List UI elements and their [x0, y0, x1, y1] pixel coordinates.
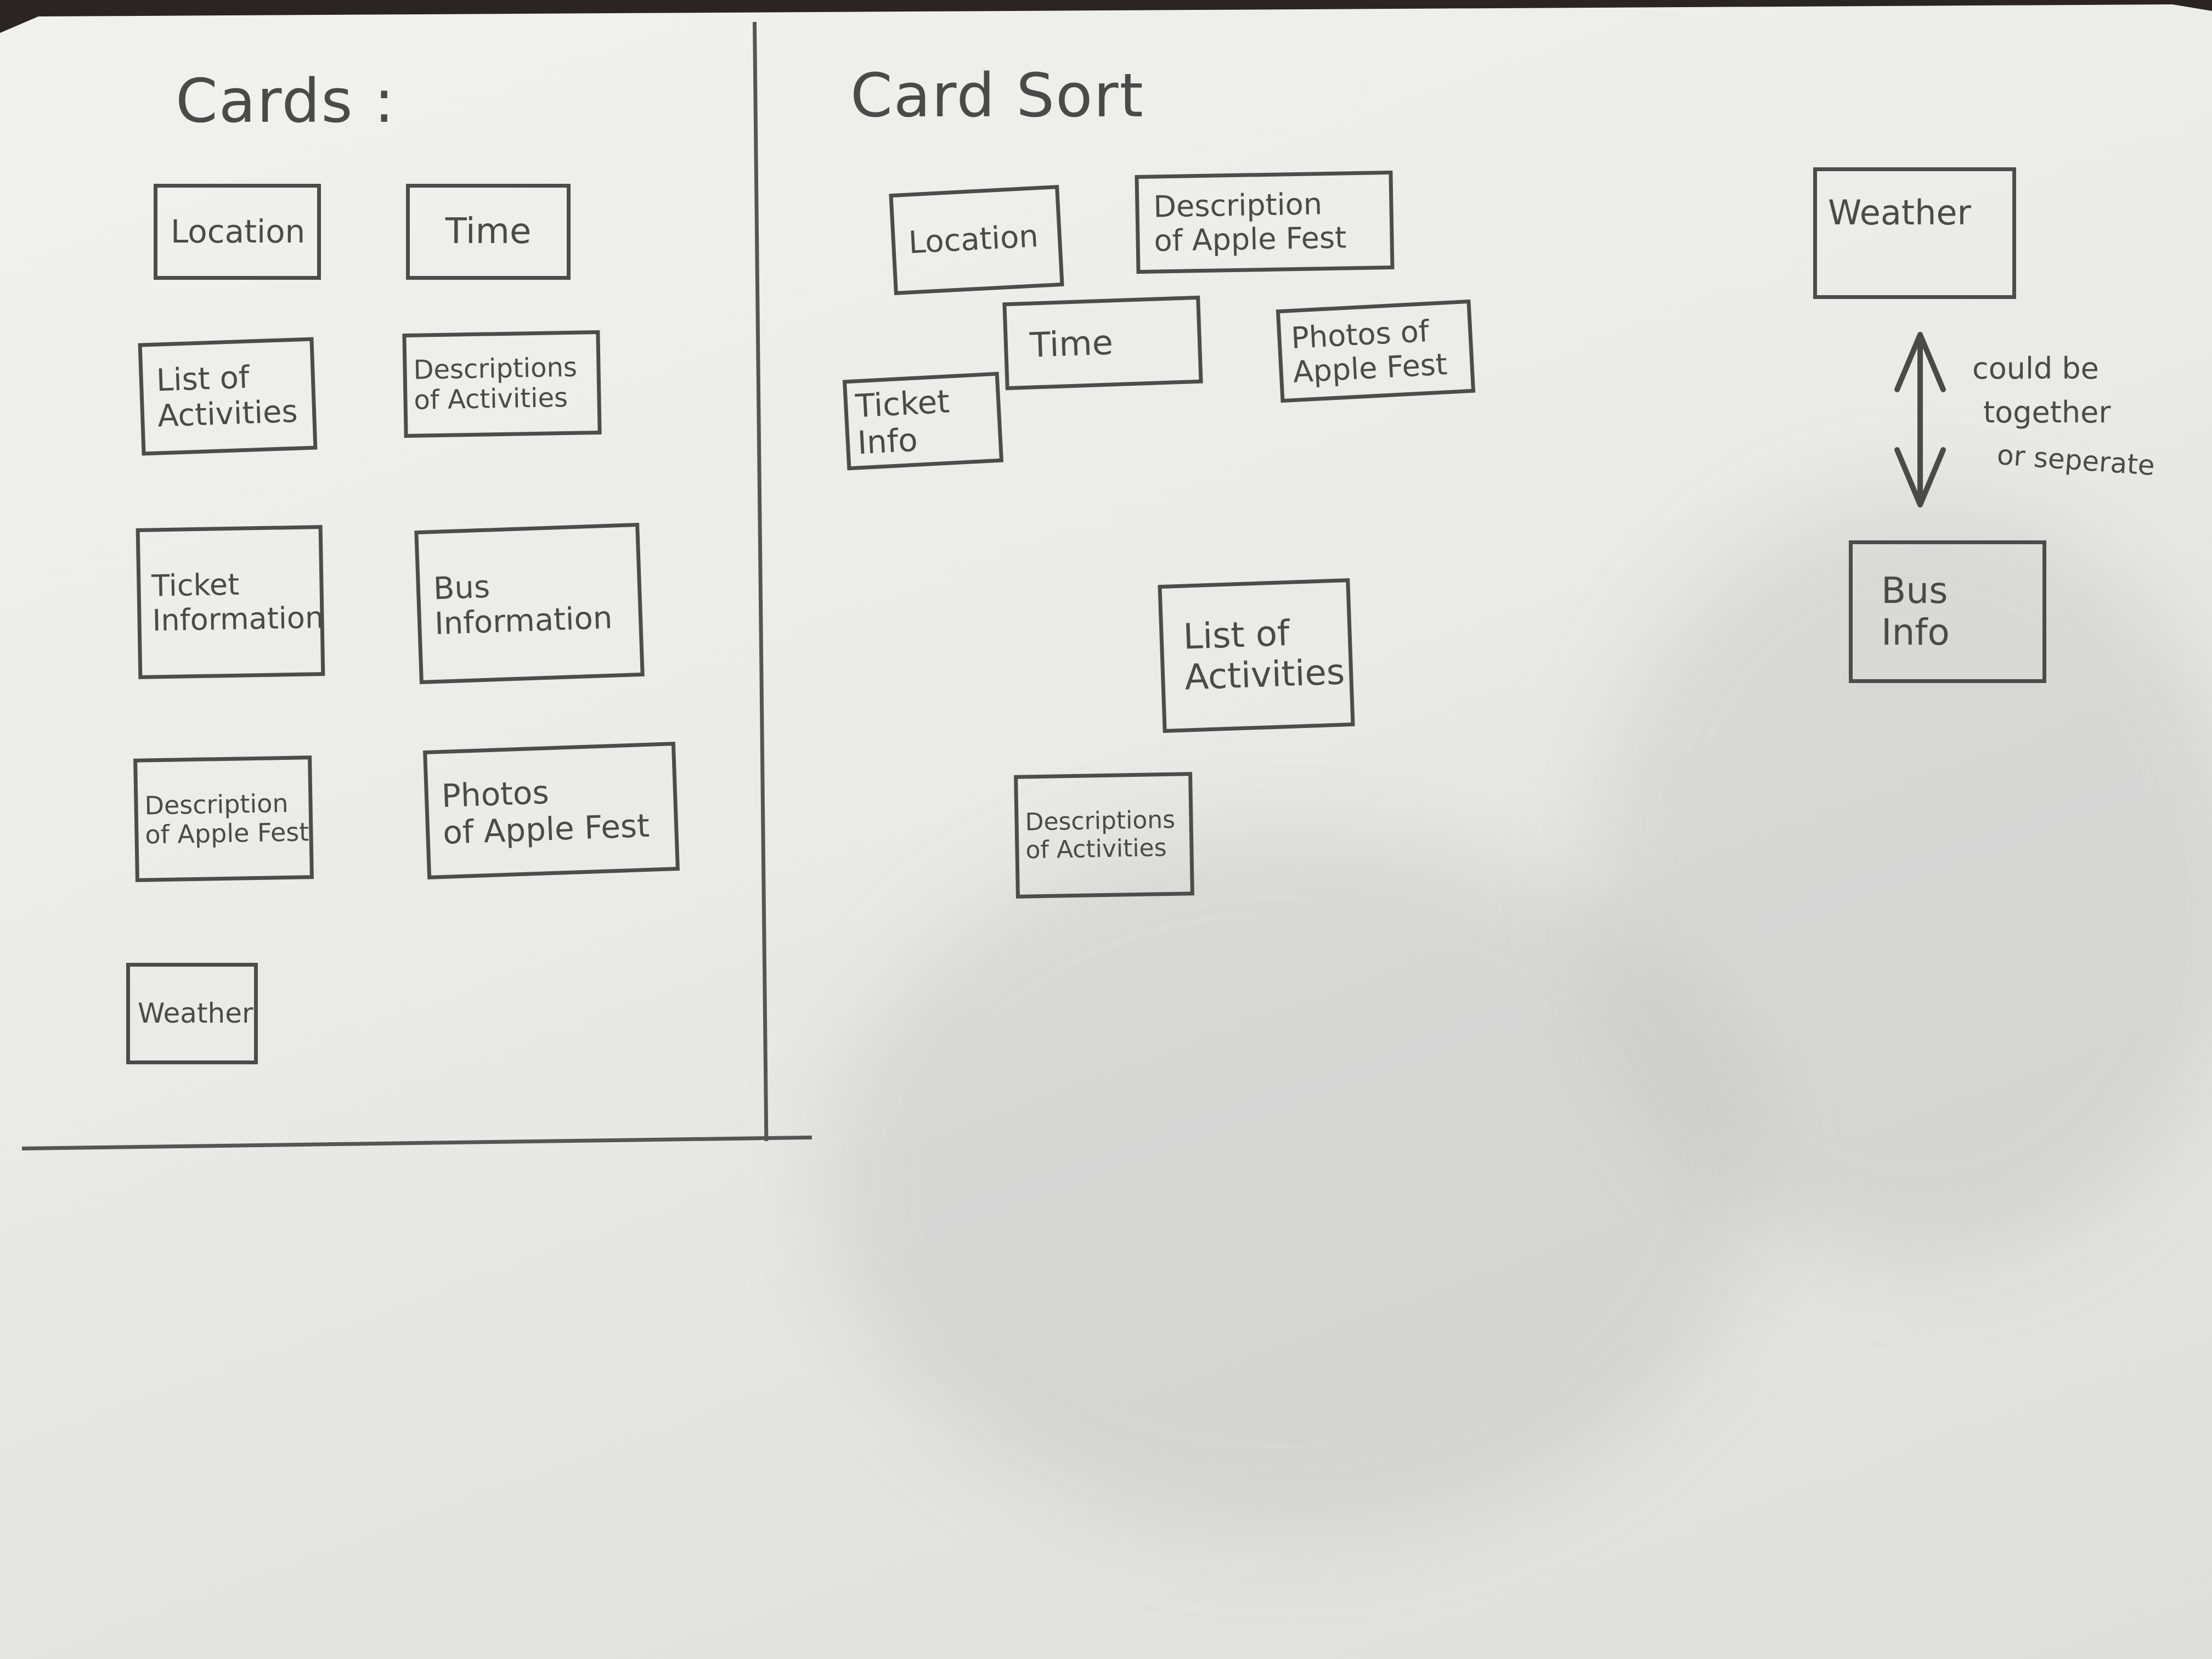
sorted-card-description-of-apple-fest[interactable]: Description of Apple Fest — [1135, 170, 1395, 274]
left-panel-title: Cards : — [176, 66, 396, 136]
sorted-card-list-of-activities[interactable]: List of Activities — [1158, 578, 1355, 733]
sorted-card-location[interactable]: Location — [889, 185, 1064, 295]
note-line-2: together — [1983, 395, 2111, 430]
card-label-line: Info — [856, 421, 919, 461]
card-location[interactable]: Location — [154, 184, 321, 280]
sorted-card-photos-of-apple-fest[interactable]: Photos of Apple Fest — [1276, 299, 1476, 403]
hand-shadow — [1591, 494, 2212, 1262]
card-photos-of-apple-fest[interactable]: Photos of Apple Fest — [423, 742, 680, 879]
double-arrow-icon — [1894, 332, 1946, 507]
card-bus-information[interactable]: Bus Information — [414, 522, 645, 685]
right-panel-title: Card Sort — [850, 60, 1144, 131]
sorted-card-ticket-info[interactable]: Ticket Info — [842, 371, 1004, 471]
sorted-card-bus-info[interactable]: Bus Info — [1849, 540, 2046, 683]
card-descriptions-of-activities[interactable]: Descriptions of Activities — [402, 330, 602, 438]
card-label-line: Ticket — [854, 382, 951, 425]
card-label-line: of Apple Fest — [145, 816, 309, 849]
card-label-line: Description — [144, 788, 289, 821]
card-label-line: Description — [1153, 187, 1323, 224]
card-label: Weather — [138, 997, 253, 1029]
card-label-line: Activities — [157, 393, 298, 434]
card-label: Location — [907, 218, 1040, 261]
card-label: Time — [445, 211, 532, 252]
card-time[interactable]: Time — [406, 184, 571, 280]
sorted-card-weather[interactable]: Weather — [1813, 167, 2016, 299]
card-list-of-activities[interactable]: List of Activities — [138, 337, 318, 456]
card-label-line: Info — [1881, 611, 1950, 653]
card-label-line: Descriptions — [1025, 805, 1176, 837]
card-description-of-apple-fest[interactable]: Description of Apple Fest — [133, 755, 314, 882]
card-label-line: of Activities — [414, 382, 568, 416]
card-label-line: List of — [155, 359, 250, 399]
card-label-line: List of — [1182, 613, 1290, 658]
card-label: Location — [171, 213, 306, 251]
card-label-line: Bus — [1881, 569, 1948, 612]
card-ticket-information[interactable]: Ticket Information — [136, 525, 325, 679]
card-weather[interactable]: Weather — [126, 963, 258, 1064]
card-label-line: Activities — [1184, 652, 1346, 698]
card-label-line: Information — [434, 600, 613, 642]
card-label-line: of Activities — [1025, 833, 1167, 864]
hand-shadow — [823, 823, 1756, 1536]
card-label: Time — [1029, 322, 1114, 365]
card-label-line: of Apple Fest — [442, 806, 650, 851]
card-label-line: Apple Fest — [1292, 347, 1448, 390]
card-label-line: Information — [152, 600, 324, 637]
sorted-card-time[interactable]: Time — [1002, 295, 1203, 391]
card-label: Weather — [1828, 193, 1972, 233]
card-label-line: Ticket — [151, 567, 240, 603]
sorted-card-descriptions-of-activities[interactable]: Descriptions of Activities — [1014, 772, 1194, 899]
note-line-1: could be — [1972, 351, 2099, 386]
card-label-line: of Apple Fest — [1154, 220, 1347, 258]
card-label-line: Descriptions — [413, 352, 578, 386]
